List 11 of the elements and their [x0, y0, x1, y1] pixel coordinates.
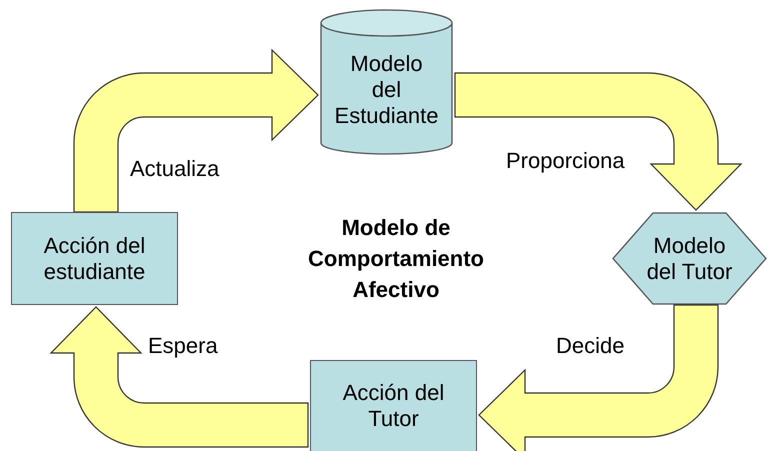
- diagram-title: Modelo de Comportamiento Afectivo: [307, 214, 485, 304]
- process-box: [11, 212, 178, 305]
- node-label: Modelo del Estudiante: [334, 50, 438, 128]
- curved-block-arrow: [478, 304, 719, 451]
- node-label: Acción del Tutor: [342, 380, 446, 432]
- curved-block-arrow: [50, 306, 309, 448]
- node-label: Modelo del Tutor: [646, 232, 734, 284]
- curved-block-arrow: [73, 49, 319, 213]
- process-box: [310, 360, 477, 451]
- curved-block-arrow: [454, 72, 742, 211]
- node-label: Acción del estudiante: [42, 232, 146, 284]
